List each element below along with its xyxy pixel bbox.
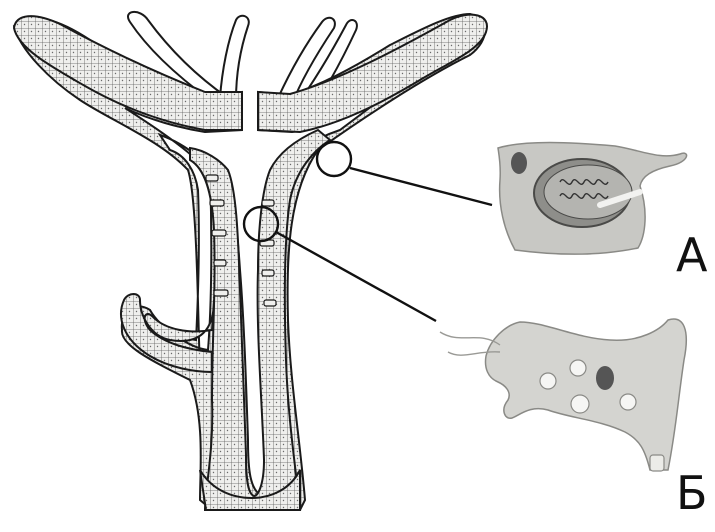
nucleus-b <box>596 366 614 390</box>
cell-b-digestive-cell <box>440 319 686 471</box>
tentacle-inner-mid-left <box>220 16 249 100</box>
hydra-body-wall <box>14 14 485 510</box>
bud-wall <box>121 294 214 372</box>
nucleus-a <box>511 152 527 174</box>
label-b: Б <box>676 470 708 516</box>
label-a: А <box>676 232 707 278</box>
leader-line-a <box>350 168 492 205</box>
leader-line-b <box>276 232 436 321</box>
cell-a-stinging-cell <box>498 143 687 255</box>
magnify-circle-a <box>317 142 351 176</box>
